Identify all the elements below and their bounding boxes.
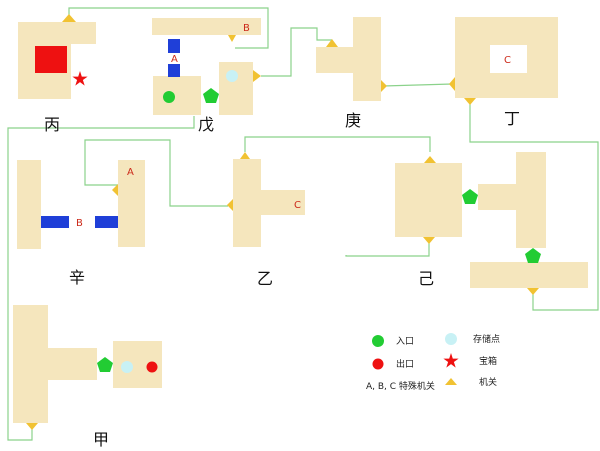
pentagon-icon (525, 248, 541, 263)
marker-b: B (243, 23, 250, 34)
chest-star-icon (72, 71, 88, 86)
pentagon-icon (462, 189, 478, 204)
switch-icon (228, 35, 236, 42)
legend-chest-star-icon (443, 353, 459, 368)
room-label-bing: 丙 (44, 115, 60, 134)
room-xin-left (17, 160, 41, 249)
room-geng (316, 17, 381, 101)
exit-dot (146, 361, 158, 373)
legend: 入口 出口 A, B, C 特殊机关 存储点 宝箱 机关 (366, 333, 500, 392)
room-label-ding: 丁 (504, 109, 520, 128)
legend-switch-label: 机关 (479, 376, 497, 388)
entrance-dot (163, 91, 175, 103)
switch-icon (227, 199, 233, 211)
room-yi (233, 159, 305, 247)
special-markers: A B C A B C (76, 23, 511, 229)
switch-icon (326, 39, 338, 47)
marker-c: C (294, 200, 301, 211)
legend-entrance-label: 入口 (396, 336, 414, 347)
switch-icon (112, 184, 118, 196)
room-label-yi: 乙 (257, 269, 273, 288)
switch-icon (381, 80, 387, 92)
rooms (13, 17, 588, 423)
room-label-geng: 庚 (345, 111, 361, 130)
barrier-block (95, 216, 118, 228)
legend-chest-label: 宝箱 (479, 355, 497, 367)
pentagon-icon (203, 88, 219, 103)
room-wu-top-bar (152, 18, 261, 35)
marker-c: C (504, 55, 511, 66)
room-label-jia: 甲 (93, 430, 109, 449)
room-xin-right (118, 160, 145, 247)
map-objects (35, 46, 541, 373)
save-point-dot (121, 361, 133, 373)
room-wu-bottom-left (153, 76, 201, 115)
room-ji-main (395, 163, 462, 237)
room-wu-bottom-right (219, 62, 253, 115)
switches (26, 14, 539, 430)
switch-icon (527, 288, 539, 295)
room-ding (455, 17, 558, 98)
switch-icon (240, 152, 250, 159)
barrier-block (41, 216, 69, 228)
room-label-ji: 己 (418, 269, 434, 288)
room-label-wu: 戊 (198, 115, 214, 134)
switch-icon (253, 70, 261, 82)
legend-save-icon (445, 333, 457, 345)
switch-icon (26, 423, 38, 430)
barrier-block (168, 64, 180, 77)
marker-a: A (171, 54, 178, 65)
switch-icon (464, 98, 476, 105)
room-label-xin: 辛 (69, 268, 85, 287)
save-point-dot (226, 70, 238, 82)
legend-save-label: 存储点 (473, 333, 500, 345)
pentagon-icon (97, 357, 113, 372)
switch-icon (449, 77, 455, 91)
room-ji-east (478, 152, 546, 248)
legend-exit-icon (372, 358, 384, 370)
marker-a: A (127, 167, 134, 178)
legend-exit-label: 出口 (396, 358, 414, 370)
exit-square (35, 46, 67, 73)
switch-icon (62, 14, 76, 22)
legend-switch-icon (445, 378, 457, 385)
room-jia (13, 305, 97, 423)
room-jia-east (113, 341, 162, 388)
switch-icon (423, 237, 435, 244)
barriers (41, 39, 180, 228)
legend-special-label: A, B, C 特殊机关 (366, 380, 435, 392)
room-labels: 丙 戊 庚 丁 辛 乙 己 甲 (44, 109, 520, 449)
switch-icon (424, 156, 436, 163)
connection-paths (7, 7, 599, 441)
room-ji-south (470, 262, 588, 288)
marker-b: B (76, 218, 83, 229)
barrier-block (168, 39, 180, 53)
legend-entrance-icon (372, 335, 384, 347)
